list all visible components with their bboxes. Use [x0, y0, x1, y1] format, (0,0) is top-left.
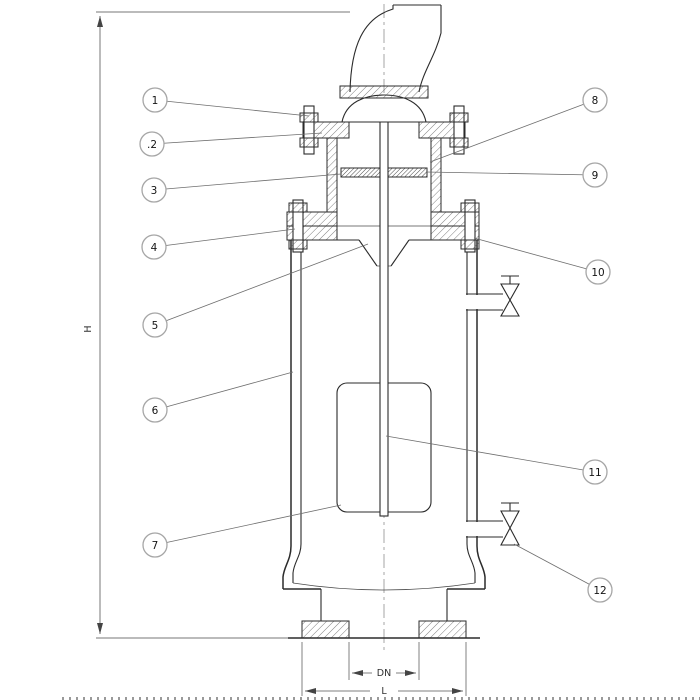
cover-dome: [341, 94, 427, 123]
height-dimension-label: H: [83, 325, 94, 332]
callout-number: 5: [152, 320, 159, 332]
outlet-elbow: [339, 4, 442, 99]
callout-3: 3: [141, 173, 342, 203]
valve-bowtie-icon: [500, 283, 520, 302]
callouts: 1 .2 3 4 5 6 7: [139, 87, 613, 603]
callout-number: 8: [592, 95, 599, 107]
callout-circle: [582, 162, 608, 188]
valve-bowtie-icon: [500, 510, 520, 530]
callout-1: 1: [142, 87, 310, 117]
callout-6: 6: [142, 371, 294, 423]
callout-7: 7: [142, 504, 342, 558]
callout-number: 6: [152, 405, 159, 417]
body-flange-joint: [286, 199, 480, 253]
top-cover-assembly: [299, 94, 469, 155]
callout-number: 12: [593, 585, 606, 597]
callout-number: 4: [151, 242, 158, 254]
callout-circle: [142, 397, 168, 423]
callout-circle: [142, 87, 168, 113]
callout-12: 12: [513, 543, 613, 603]
callout-number: 7: [152, 540, 159, 552]
callout-9: 9: [425, 162, 608, 188]
callout-circle: [585, 259, 611, 285]
callout-11: 11: [385, 435, 608, 485]
callout-number: 1: [152, 95, 159, 107]
callout-number: .2: [147, 139, 157, 151]
callout-circle: [139, 131, 165, 157]
callout-number: 10: [591, 267, 604, 279]
callout-circle: [587, 577, 613, 603]
callout-circle: [141, 177, 167, 203]
valve-stem: [379, 103, 389, 517]
elbow-flange: [339, 85, 429, 99]
callout-circle: [582, 87, 608, 113]
cropped-caption-strip: [62, 697, 700, 700]
upper-side-valve: [466, 275, 520, 317]
lower-side-valve: [466, 502, 520, 546]
callout-4: 4: [141, 228, 296, 260]
callout-circle: [582, 459, 608, 485]
callout-10: 10: [473, 237, 611, 285]
vessel-body: [282, 225, 486, 621]
cover-bolt-left: [299, 105, 319, 155]
callout-5: 5: [142, 243, 369, 338]
callout-number: 3: [151, 185, 158, 197]
bottom-flange: [288, 620, 480, 639]
flange-bolt-left: [288, 199, 308, 253]
bore-dimension-label: DN: [377, 668, 391, 679]
callout-8: 8: [429, 87, 608, 163]
callout-2: .2: [139, 131, 323, 157]
callout-circle: [141, 234, 167, 260]
dimension-dn: DN: [348, 642, 420, 680]
flange-bolt-right: [460, 199, 480, 253]
cover-bolt-right: [449, 105, 469, 155]
callout-number: 11: [588, 467, 601, 479]
dimension-l: L: [301, 642, 467, 697]
dimension-height: H: [83, 11, 350, 639]
base-width-dimension-label: L: [381, 686, 387, 697]
callout-circle: [142, 532, 168, 558]
callout-circle: [142, 312, 168, 338]
callout-number: 9: [592, 170, 599, 182]
